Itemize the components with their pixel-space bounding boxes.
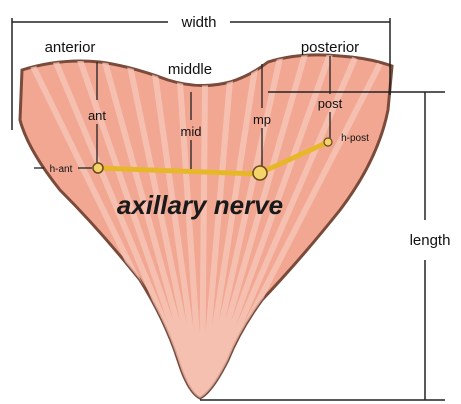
length-label: length: [410, 232, 451, 249]
nerve-node-posterior: [324, 138, 332, 146]
mid-label: mid: [181, 124, 202, 139]
h-post-label: h-post: [341, 133, 369, 144]
post-label: post: [318, 96, 343, 111]
width-label: width: [180, 14, 216, 31]
nerve-node-mp: [253, 166, 267, 180]
middle-label: middle: [168, 61, 212, 78]
ant-label: ant: [88, 108, 106, 123]
posterior-label: posterior: [301, 39, 359, 56]
h-ant-label: h-ant: [50, 164, 73, 175]
anterior-label: anterior: [45, 39, 96, 56]
nerve-node-anterior: [93, 163, 103, 173]
axillary-nerve-label: axillary nerve: [117, 190, 283, 220]
mp-label: mp: [253, 112, 271, 127]
